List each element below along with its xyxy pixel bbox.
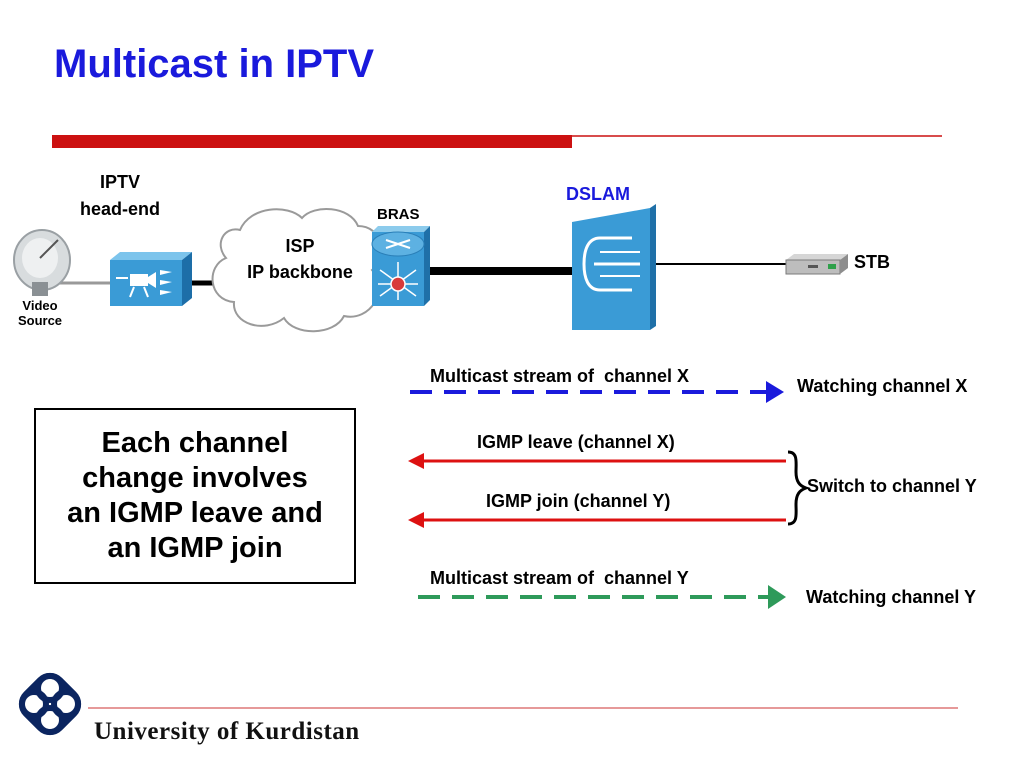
video-source-label: Video Source: [17, 298, 63, 328]
dslam-device-icon: [572, 204, 656, 330]
switch-y-label: Switch to channel Y: [807, 476, 977, 496]
headend-label-line2: head-end: [79, 199, 160, 219]
bras-label: BRAS: [377, 206, 420, 223]
isp-label-line2: IP backbone: [247, 262, 353, 282]
watching-y-label: Watching channel Y: [806, 587, 977, 607]
watching-x-label: Watching channel X: [797, 376, 968, 396]
note-line-3: an IGMP leave and: [67, 497, 323, 529]
page-title: Multicast in IPTV: [54, 42, 375, 86]
note-line-4: an IGMP join: [107, 532, 283, 564]
title-rule-thick: [52, 135, 572, 148]
igmp-join-arrowhead: [408, 512, 424, 528]
stream-x-arrowhead: [766, 381, 784, 403]
satellite-dish-icon: [13, 229, 71, 296]
switch-brace: [787, 450, 811, 526]
dslam-label: DSLAM: [566, 184, 630, 204]
channel-change-note: Each channel change involves an IGMP lea…: [34, 408, 356, 584]
university-logo-icon: [18, 672, 82, 736]
stb-device-icon: [785, 254, 848, 275]
university-name: University of Kurdistan: [94, 718, 360, 745]
igmp-leave-label: IGMP leave (channel X): [477, 432, 675, 452]
stream-x-label: Multicast stream of channel X: [430, 366, 690, 386]
note-line-2: change involves: [82, 462, 308, 494]
bras-router-icon: [371, 226, 430, 306]
isp-cloud-icon: [211, 207, 383, 333]
stream-y-arrowhead: [768, 585, 786, 609]
stream-y-label: Multicast stream of channel Y: [430, 568, 689, 588]
stb-label: STB: [854, 252, 890, 272]
headend-label-line1: IPTV: [99, 172, 140, 192]
isp-label-line1: ISP: [285, 236, 315, 256]
igmp-join-label: IGMP join (channel Y): [486, 491, 671, 511]
headend-device-icon: [110, 252, 192, 306]
note-line-1: Each channel: [101, 427, 289, 459]
igmp-leave-arrowhead: [408, 453, 424, 469]
